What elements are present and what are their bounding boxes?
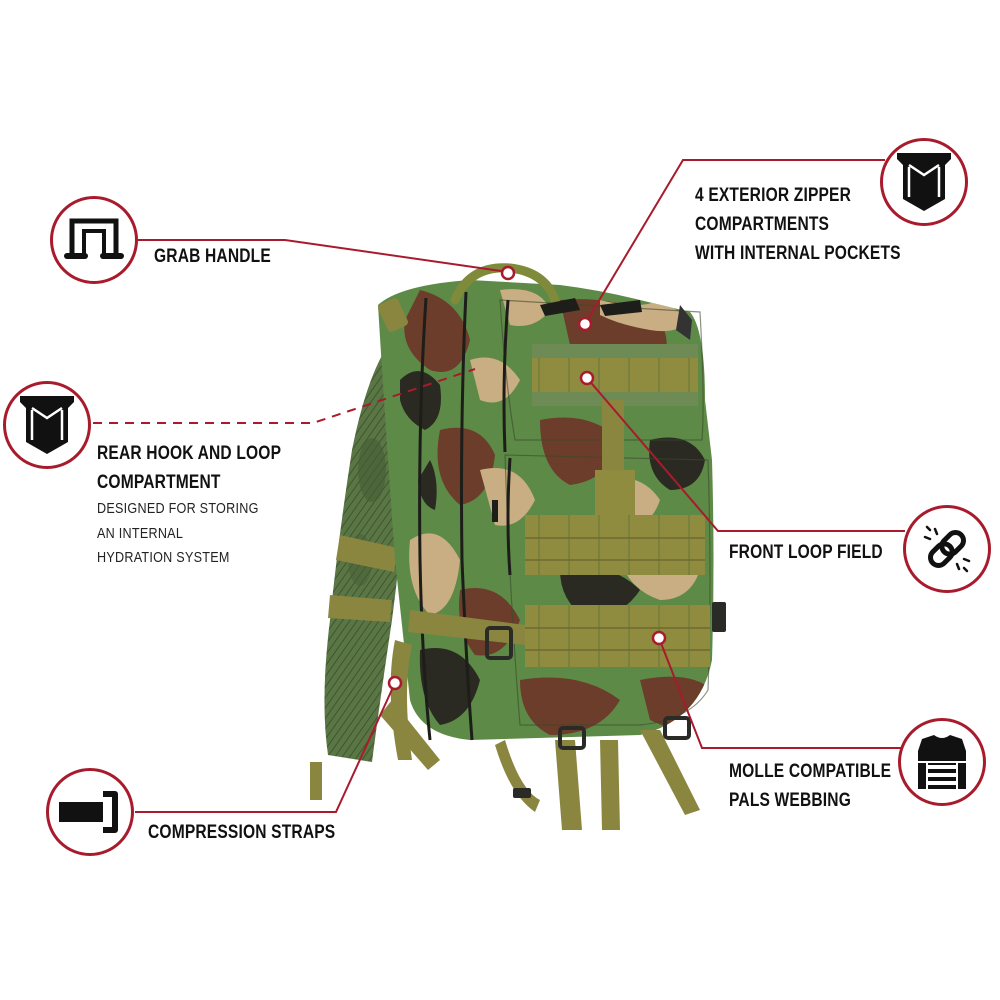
strap-buckle-icon — [59, 791, 118, 833]
anchor-dot-front-loop-field — [579, 370, 595, 386]
label-rear-hook-loop: REAR HOOK AND LOOP COMPARTMENT — [97, 443, 282, 493]
anchor-dot-compression-straps — [387, 675, 403, 691]
front-loop-field-icon-badge — [903, 505, 991, 593]
grab-handle-icon-badge — [50, 196, 138, 284]
anchor-dot-molle — [651, 630, 667, 646]
rear-hook-loop-icon-badge — [3, 381, 91, 469]
label-molle: MOLLE COMPATIBLE PALS WEBBING — [729, 761, 892, 811]
chain-link-icon — [923, 525, 971, 573]
anchor-dot-exterior-zipper — [577, 316, 593, 332]
exterior-zipper-icon-badge — [880, 138, 968, 226]
callout-line-grab-handle — [130, 239, 509, 273]
pocket-icon — [897, 153, 951, 211]
label-exterior-zipper: 4 EXTERIOR ZIPPER COMPARTMENTS WITH INTE… — [695, 185, 901, 264]
callout-line-exterior-zipper — [584, 159, 885, 325]
grab-handle-icon — [64, 218, 124, 259]
compression-straps-icon-badge — [46, 768, 134, 856]
callout-line-front-loop-field — [586, 377, 905, 532]
label-grab-handle: GRAB HANDLE — [154, 246, 271, 267]
molle-icon-badge — [898, 718, 986, 806]
anchor-dot-grab-handle — [500, 265, 516, 281]
callout-line-compression-straps — [135, 682, 396, 813]
vest-icon — [918, 735, 966, 789]
callout-line-molle — [658, 637, 901, 749]
callout-lines — [93, 159, 905, 813]
pocket-icon — [20, 396, 74, 454]
label-front-loop-field: FRONT LOOP FIELD — [729, 542, 883, 563]
label-compression-straps: COMPRESSION STRAPS — [148, 822, 336, 843]
callout-anchors — [387, 265, 667, 691]
backpack-body — [378, 263, 726, 830]
sublabel-rear-hook-loop: DESIGNED FOR STORING AN INTERNAL HYDRATI… — [97, 500, 259, 566]
